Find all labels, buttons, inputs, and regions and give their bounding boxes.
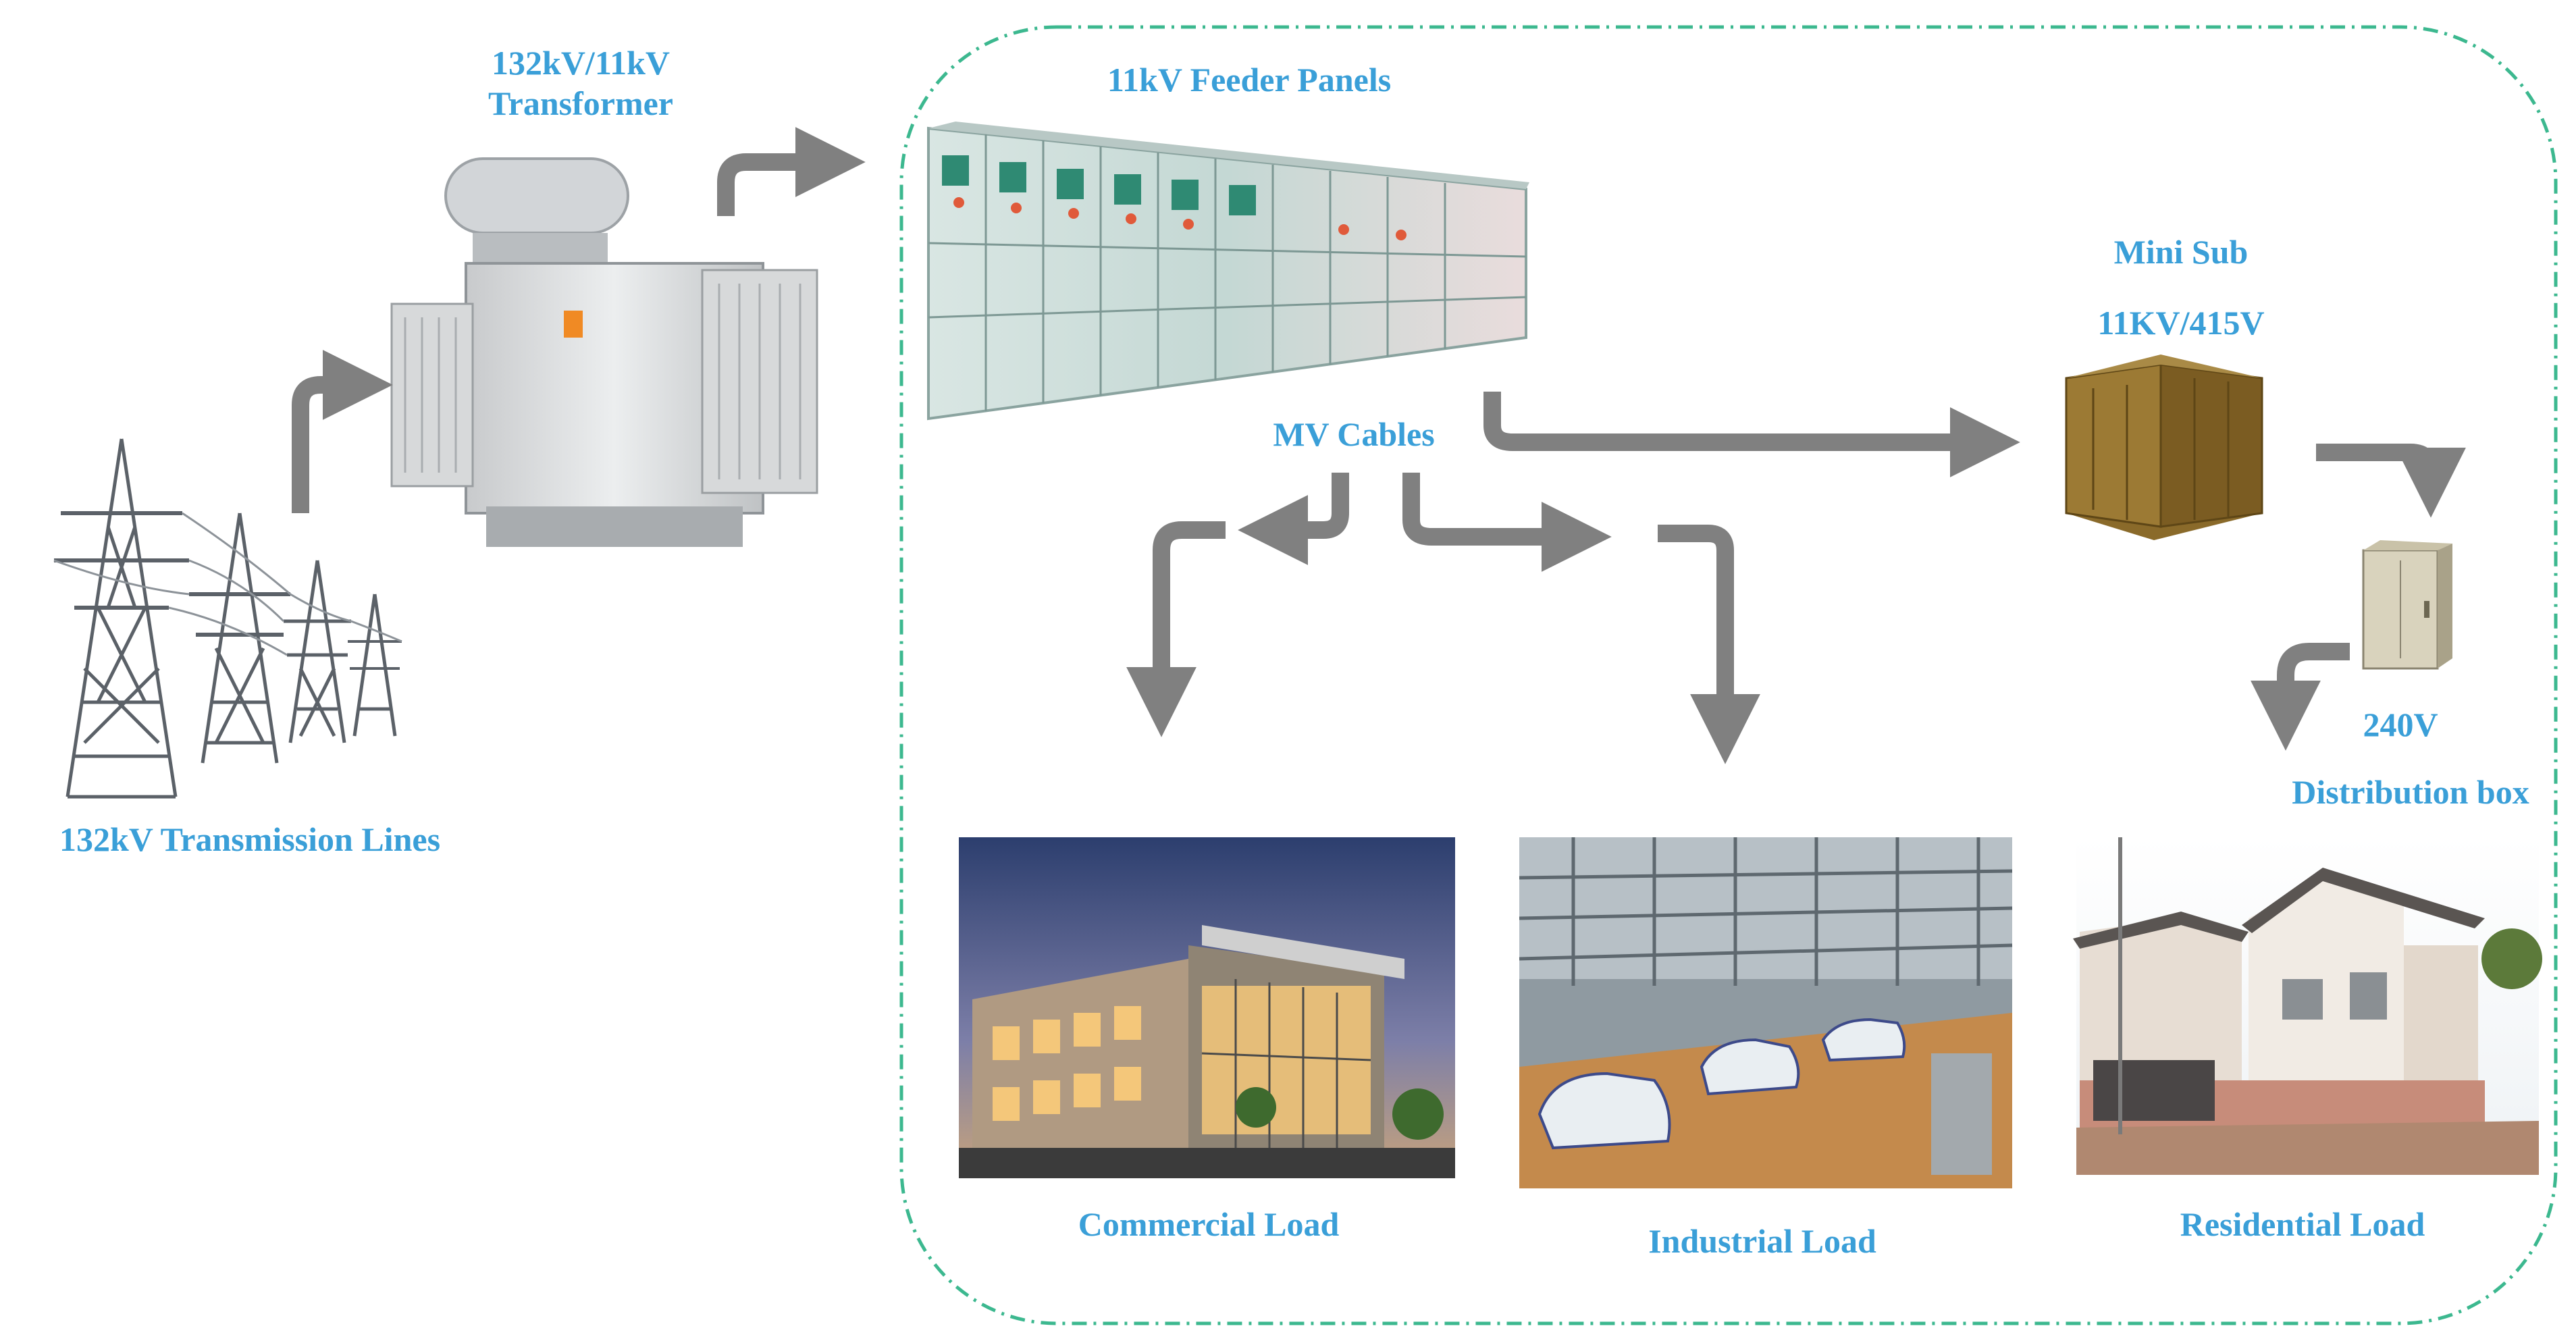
arrow-to-commercial (1126, 521, 1226, 737)
residential-load-label: Residential Load (2180, 1205, 2425, 1243)
industrial-factory-image (1519, 837, 2013, 1188)
distribution-box-label: Distribution box (2292, 773, 2529, 811)
flow-arrows (292, 127, 2466, 764)
feeder-panels-label: 11kV Feeder Panels (1107, 61, 1392, 99)
mini-substation-icon (2065, 354, 2263, 540)
transformer-label-line2: Transformer (488, 84, 673, 122)
arrow-distbox-to-residential (2251, 643, 2350, 751)
arrow-to-industrial (1658, 525, 1760, 764)
arrow-towers-to-transformer (292, 350, 393, 513)
industrial-load-label: Industrial Load (1648, 1222, 1876, 1260)
arrow-minisub-to-distbox (2316, 444, 2466, 518)
arrow-panels-to-minisub (1483, 392, 2020, 477)
distribution-network-boundary (899, 25, 2558, 1325)
arrow-cables-right (1402, 473, 1612, 572)
voltage-240-label: 240V (2363, 706, 2438, 743)
power-transformer-icon (390, 157, 818, 547)
transmission-tower-icon (53, 438, 402, 799)
residential-house-image (2073, 837, 2542, 1175)
distribution-box-icon (2362, 540, 2452, 670)
arrow-cables-left (1238, 473, 1349, 565)
transformer-label-line1: 132kV/11kV (492, 44, 670, 82)
commercial-building-image (959, 837, 1455, 1178)
mini-sub-title-label: Mini Sub (2113, 233, 2249, 271)
mini-sub-rating-label: 11KV/415V (2097, 304, 2265, 342)
arrow-transformer-to-panels (717, 127, 866, 216)
commercial-load-label: Commercial Load (1078, 1205, 1340, 1243)
mv-cables-label: MV Cables (1273, 415, 1435, 453)
transmission-lines-label: 132kV Transmission Lines (59, 820, 441, 858)
switchgear-panel-icon (927, 122, 1529, 421)
